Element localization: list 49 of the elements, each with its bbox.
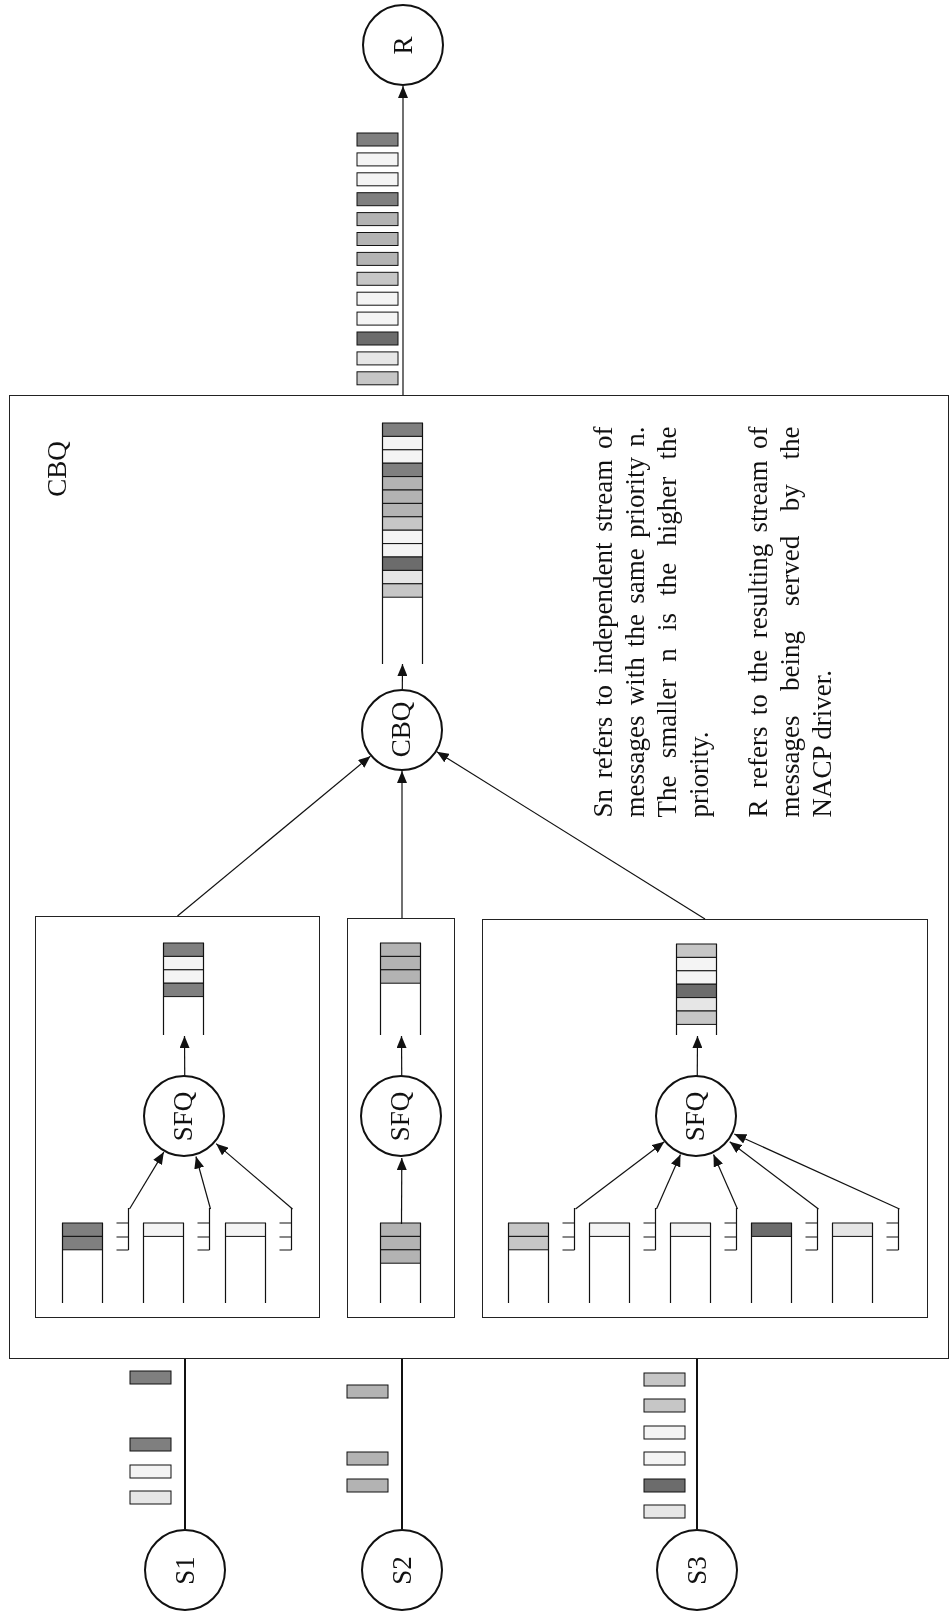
queue-group-box xyxy=(346,917,455,1318)
arrow xyxy=(397,663,408,690)
connector-line xyxy=(401,1358,403,1530)
queue-drawing xyxy=(670,1208,737,1303)
queue-drawing xyxy=(832,1208,899,1303)
node-label: S3 xyxy=(683,1555,711,1585)
queue-drawing xyxy=(380,1223,421,1303)
node-label: SFQ xyxy=(682,1091,710,1141)
node-label: S1 xyxy=(171,1555,199,1585)
arrow xyxy=(729,1141,820,1210)
arrow xyxy=(398,85,408,396)
arrow xyxy=(396,1035,407,1077)
scheduler-box xyxy=(9,395,949,1359)
queue-drawing xyxy=(589,1208,656,1303)
arrow xyxy=(179,1035,190,1077)
queue-drawing xyxy=(508,1208,575,1303)
arrow xyxy=(712,1153,739,1210)
arrow xyxy=(692,1035,703,1077)
queue-drawing xyxy=(225,1208,292,1303)
box-heading: CBQ xyxy=(43,441,71,497)
queue-group-box xyxy=(481,918,928,1318)
arrow xyxy=(396,1157,407,1225)
arrow xyxy=(574,1141,665,1210)
arrow xyxy=(128,1151,165,1210)
node-label: SFQ xyxy=(387,1091,415,1141)
connector-line xyxy=(184,1358,186,1530)
arrow xyxy=(733,1133,901,1210)
queue-drawing xyxy=(163,943,204,1035)
node-label: CBQ xyxy=(388,701,415,758)
node-label: SFQ xyxy=(170,1091,198,1141)
arrow xyxy=(655,1153,682,1210)
queue-drawing xyxy=(143,1208,210,1303)
note-text: R refers to the resulting stream of messages being served by the NACP driver. xyxy=(741,426,837,818)
scheduler-circle xyxy=(655,1075,737,1157)
arrow xyxy=(436,751,706,920)
arrow xyxy=(397,770,407,919)
arrow xyxy=(194,1155,212,1210)
node-label: R xyxy=(389,36,417,54)
connector-line xyxy=(696,1358,698,1530)
queue-drawing xyxy=(676,944,717,1035)
node-label: S2 xyxy=(388,1555,416,1585)
queue-drawing xyxy=(381,422,423,664)
queue-drawing xyxy=(62,1208,129,1303)
queue-drawing xyxy=(751,1208,818,1303)
queue-group-box xyxy=(34,915,320,1318)
note-text: Sn refers to independent stream of messages with the same priority n. The smaller n is the higher the priority. xyxy=(586,426,714,818)
queue-drawing xyxy=(380,943,421,1035)
arrow xyxy=(215,1143,294,1210)
arrow xyxy=(176,755,372,917)
